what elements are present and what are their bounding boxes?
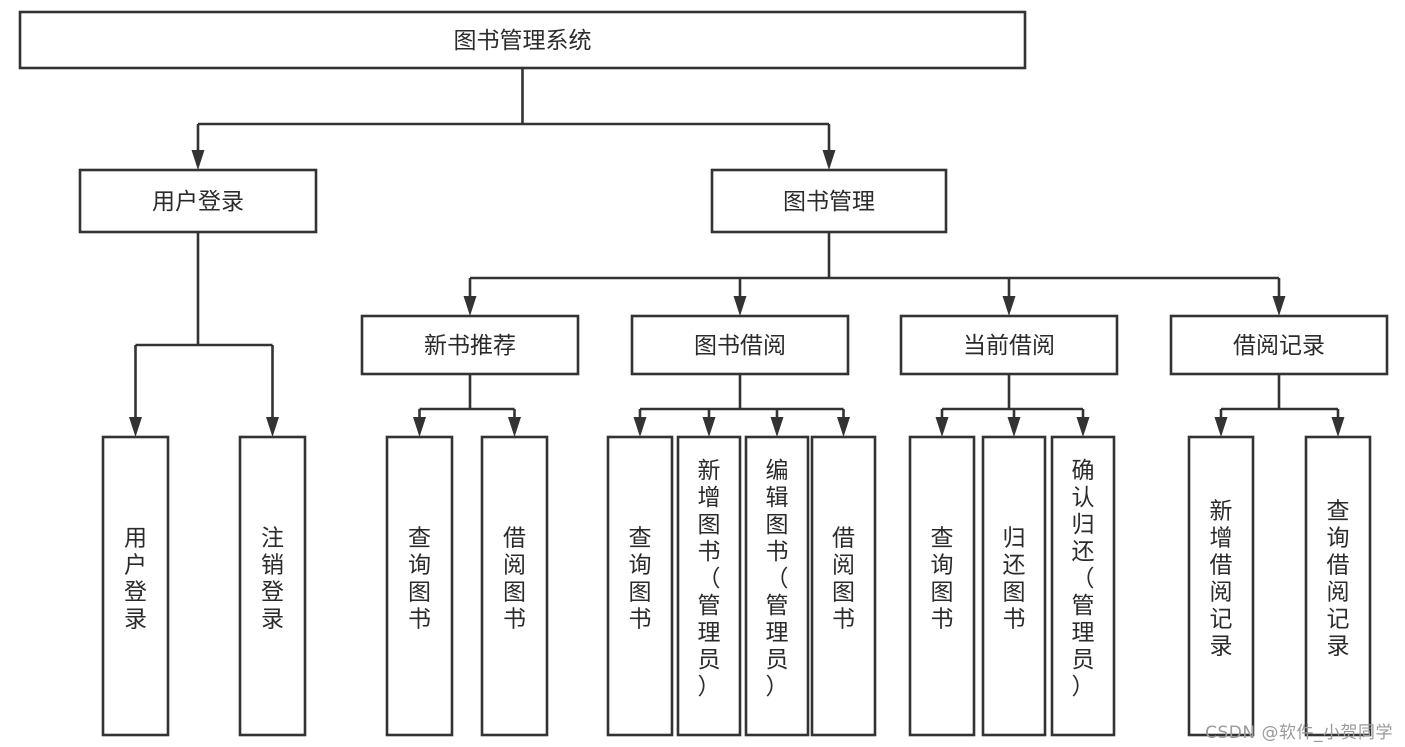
node-label: 编辑图书（管理员）: [766, 458, 789, 700]
node-label: 查询借阅记录: [1327, 499, 1350, 660]
node-leaf-login-1[interactable]: 用户登录: [101, 435, 170, 737]
arrowhead-icon: [733, 296, 747, 316]
node-box: [908, 435, 976, 737]
node-label: 查询图书: [408, 526, 431, 633]
node-leaf-new-1[interactable]: 查询图书: [385, 435, 454, 737]
arrowhead-icon: [129, 417, 142, 437]
node-label: 图书管理: [783, 189, 875, 215]
arrowhead-icon: [1272, 296, 1286, 316]
node-label: 查询图书: [629, 526, 652, 633]
node-box: [360, 314, 580, 376]
node-label: 查询图书: [931, 526, 954, 633]
node-box: [1187, 435, 1255, 737]
arrowhead-icon: [935, 417, 949, 437]
node-layer: 图书管理系统用户登录图书管理新书推荐图书借阅当前借阅借阅记录用户登录注销登录查询…: [18, 10, 1389, 737]
arrowhead-icon: [1007, 417, 1021, 437]
node-box: [101, 435, 170, 737]
node-box: [1050, 435, 1116, 737]
node-leaf-borrow-1[interactable]: 查询图书: [606, 435, 674, 737]
node-box: [810, 435, 877, 737]
node-leaf-borrow-3[interactable]: 编辑图书（管理员）: [744, 435, 810, 737]
node-leaf-rec-1[interactable]: 新增借阅记录: [1187, 435, 1255, 737]
node-box: [480, 435, 549, 737]
node-current[interactable]: 当前借阅: [899, 314, 1119, 376]
arrowhead-icon: [266, 417, 279, 437]
arrowhead-icon: [822, 150, 836, 170]
node-label: 用户登录: [124, 526, 147, 633]
node-box: [606, 435, 674, 737]
arrowhead-icon: [837, 417, 850, 437]
node-login[interactable]: 用户登录: [78, 168, 318, 234]
node-label: 图书借阅: [694, 333, 786, 359]
node-leaf-rec-2[interactable]: 查询借阅记录: [1304, 435, 1372, 737]
connector-layer: [129, 68, 1345, 437]
node-box: [238, 435, 307, 737]
node-label: 新增借阅记录: [1210, 499, 1233, 660]
node-box: [18, 10, 1027, 70]
node-label: 用户登录: [152, 189, 244, 215]
node-newbook[interactable]: 新书推荐: [360, 314, 580, 376]
node-label: 确认归还（管理员）: [1072, 458, 1095, 700]
node-leaf-login-2[interactable]: 注销登录: [238, 435, 307, 737]
node-box: [899, 314, 1119, 376]
arrowhead-icon: [633, 417, 647, 437]
node-box: [710, 168, 948, 234]
node-root[interactable]: 图书管理系统: [18, 10, 1027, 70]
arrowhead-icon: [1002, 296, 1016, 316]
arrowhead-icon: [508, 417, 521, 437]
node-label: 当前借阅: [963, 333, 1055, 359]
arrowhead-icon: [191, 150, 205, 170]
arrowhead-icon: [463, 296, 477, 316]
node-label: 注销登录: [261, 526, 284, 633]
node-record[interactable]: 借阅记录: [1169, 314, 1389, 376]
node-leaf-borrow-4[interactable]: 借阅图书: [810, 435, 877, 737]
node-leaf-cur-3[interactable]: 确认归还（管理员）: [1050, 435, 1116, 737]
node-box: [676, 435, 742, 737]
node-box: [981, 435, 1047, 737]
node-label: 借阅记录: [1233, 333, 1325, 359]
node-label: 归还图书: [1003, 526, 1026, 633]
node-leaf-borrow-2[interactable]: 新增图书（管理员）: [676, 435, 742, 737]
node-label: 借阅图书: [832, 526, 855, 633]
node-box: [630, 314, 850, 376]
node-label: 图书管理系统: [454, 28, 592, 54]
node-leaf-cur-1[interactable]: 查询图书: [908, 435, 976, 737]
arrowhead-icon: [413, 417, 426, 437]
arrowhead-icon: [1331, 417, 1345, 437]
node-label: 新增图书（管理员）: [698, 458, 721, 700]
node-leaf-new-2[interactable]: 借阅图书: [480, 435, 549, 737]
node-box: [78, 168, 318, 234]
node-label: 新书推荐: [424, 333, 516, 359]
arrowhead-icon: [1076, 417, 1090, 437]
node-box: [1169, 314, 1389, 376]
arrowhead-icon: [1214, 417, 1228, 437]
node-borrow[interactable]: 图书借阅: [630, 314, 850, 376]
node-bookmgmt[interactable]: 图书管理: [710, 168, 948, 234]
node-leaf-cur-2[interactable]: 归还图书: [981, 435, 1047, 737]
node-box: [1304, 435, 1372, 737]
node-box: [744, 435, 810, 737]
node-box: [385, 435, 454, 737]
arrowhead-icon: [702, 417, 716, 437]
arrowhead-icon: [770, 417, 784, 437]
node-label: 借阅图书: [503, 526, 526, 633]
